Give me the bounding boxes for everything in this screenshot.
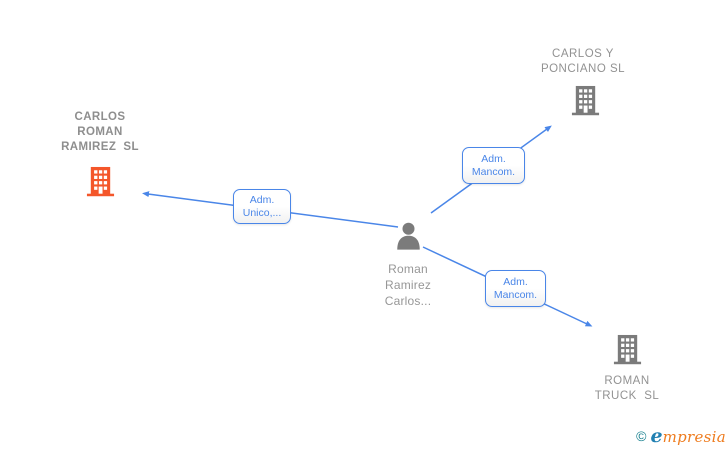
edge-label-adm-mancom-top[interactable]: Adm. Mancom. (462, 147, 525, 184)
building-icon[interactable] (85, 166, 116, 197)
node-label-roman-ramirez-carlos[interactable]: Roman Ramirez Carlos... (384, 262, 432, 308)
edge-label-adm-mancom-bottom[interactable]: Adm. Mancom. (485, 270, 546, 307)
empresia-watermark[interactable]: ©empresia (636, 425, 726, 447)
building-icon[interactable] (612, 334, 643, 365)
edge-label-line: Mancom. (493, 288, 538, 301)
edge-label-adm-unico[interactable]: Adm. Unico,... (233, 189, 291, 224)
edge-label-line: Adm. (503, 275, 528, 288)
person-icon[interactable] (393, 221, 424, 252)
node-label-carlos-y-ponciano-sl[interactable]: CARLOS Y PONCIANO SL (540, 48, 626, 75)
copyright-icon: © (636, 428, 647, 444)
edge-label-line: Adm. (249, 193, 275, 206)
node-label-carlos-roman-ramirez-sl[interactable]: CARLOS ROMAN RAMIREZ SL (61, 111, 139, 153)
building-icon[interactable] (570, 85, 601, 116)
edge-label-line: Unico,... (242, 206, 282, 219)
node-label-roman-truck-sl[interactable]: ROMAN TRUCK SL (594, 375, 660, 402)
edge-label-line: Adm. (481, 152, 506, 165)
brand-initial: e (650, 425, 663, 447)
edge-label-line: Mancom. (471, 165, 516, 178)
brand-text: mpresia (662, 428, 726, 446)
